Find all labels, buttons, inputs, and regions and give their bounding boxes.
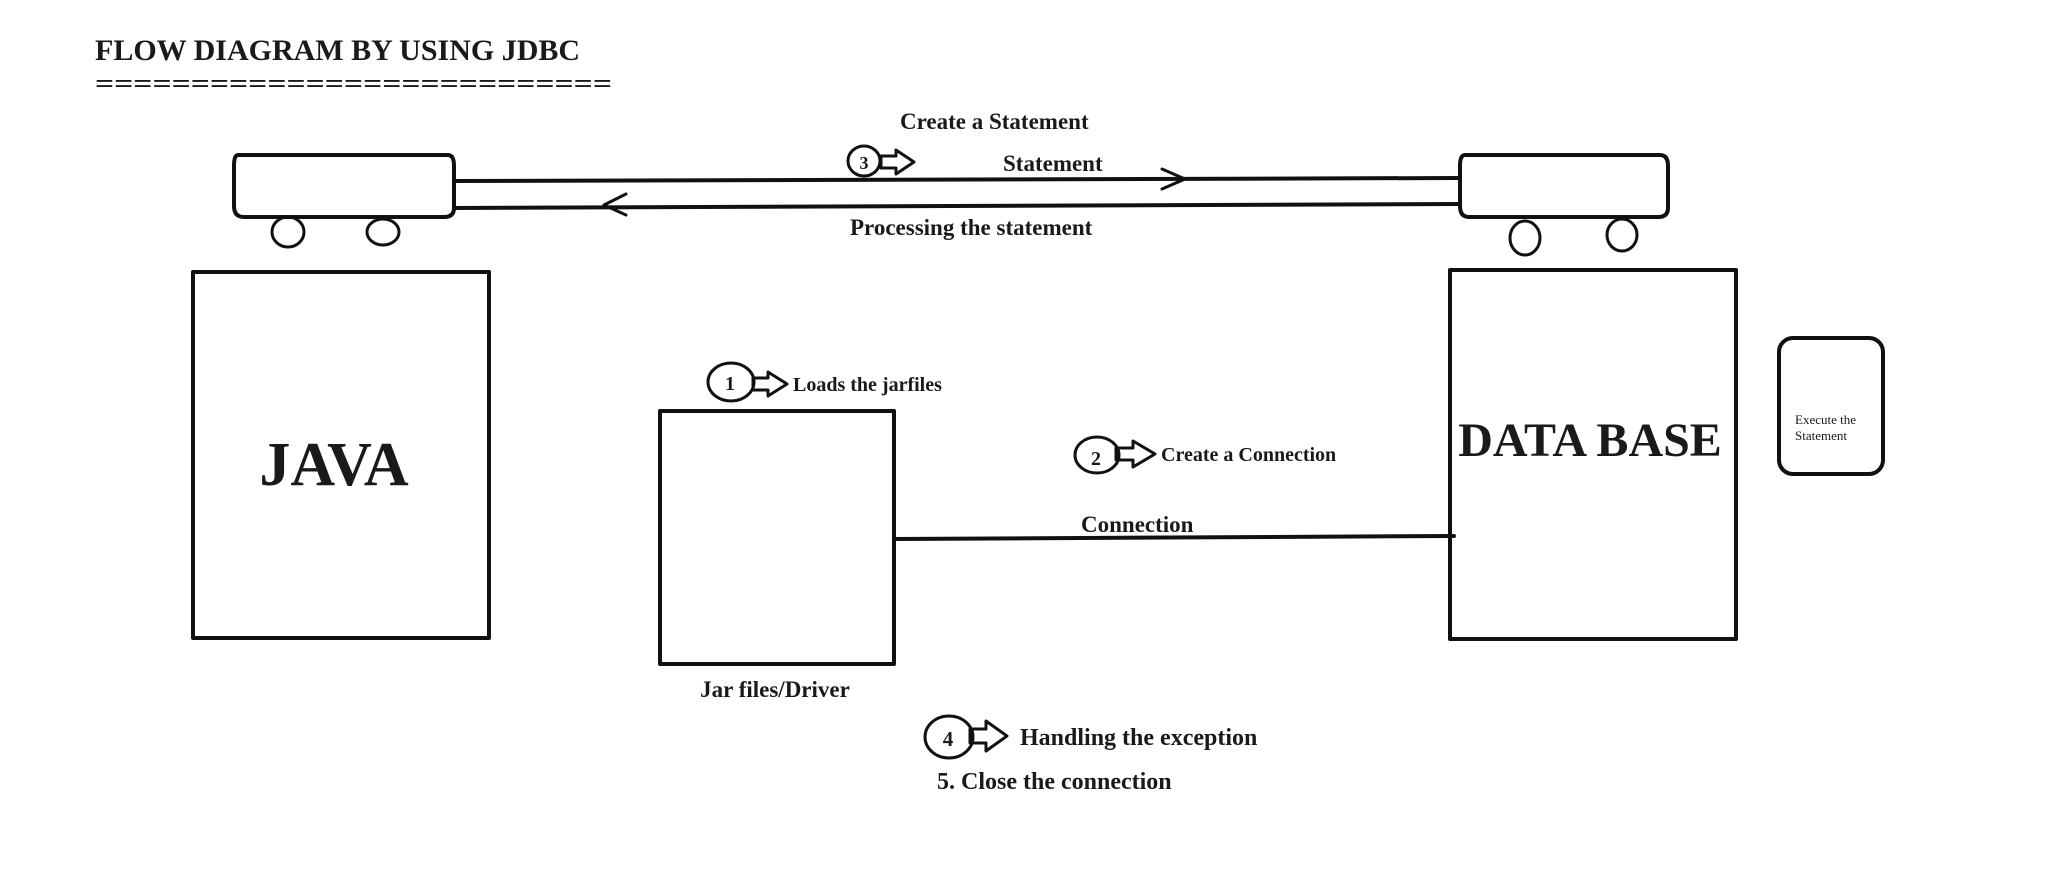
diagram-title: FLOW DIAGRAM BY USING JDBC: [95, 34, 580, 67]
java-box: JAVA: [191, 270, 491, 640]
step4-label: Handling the exception: [1020, 725, 1257, 751]
step3-number: 3: [860, 153, 869, 173]
step4-number: 4: [943, 727, 954, 751]
step1-marker: 1: [706, 361, 789, 403]
step2-label: Create a Connection: [1161, 444, 1336, 466]
step1-number: 1: [725, 373, 735, 395]
java-label: JAVA: [259, 431, 409, 499]
step4-arrow-icon: [968, 719, 1009, 753]
processing-arrowhead: [602, 192, 628, 217]
database-box: DATA BASE: [1448, 268, 1738, 641]
processing-label: Processing the statement: [850, 215, 1093, 240]
step3-arrow-icon: [879, 148, 916, 176]
database-cart: [1458, 153, 1670, 257]
connection-label: Connection: [1081, 512, 1194, 537]
step3-label: Create a Statement: [900, 109, 1089, 134]
jar-files-label: Jar files/Driver: [700, 677, 850, 702]
connection-line: [892, 534, 1456, 541]
step3-marker: 3: [846, 144, 916, 178]
java-cart: [232, 153, 456, 249]
statement-rail: [452, 176, 1462, 183]
step4-marker: 4: [923, 714, 1009, 760]
execute-line2: Statement: [1795, 428, 1847, 443]
step2-arrow-icon: [1114, 439, 1157, 469]
execute-line1: Execute the: [1795, 412, 1856, 427]
title-underline: ===========================: [95, 69, 612, 98]
statement-arrowhead: [1160, 167, 1187, 191]
execute-statement-box: Execute the Statement: [1777, 336, 1885, 476]
jar-files-box: Jar files/Driver: [658, 409, 896, 702]
step1-arrow-icon: [751, 370, 789, 398]
step1-label: Loads the jarfiles: [793, 374, 942, 396]
step2-number: 2: [1091, 448, 1101, 470]
database-label: DATA BASE: [1458, 414, 1722, 467]
statement-label: Statement: [1003, 151, 1103, 176]
step2-marker: 2: [1073, 435, 1157, 475]
step5-label: 5. Close the connection: [937, 769, 1172, 795]
processing-rail: [452, 202, 1462, 210]
